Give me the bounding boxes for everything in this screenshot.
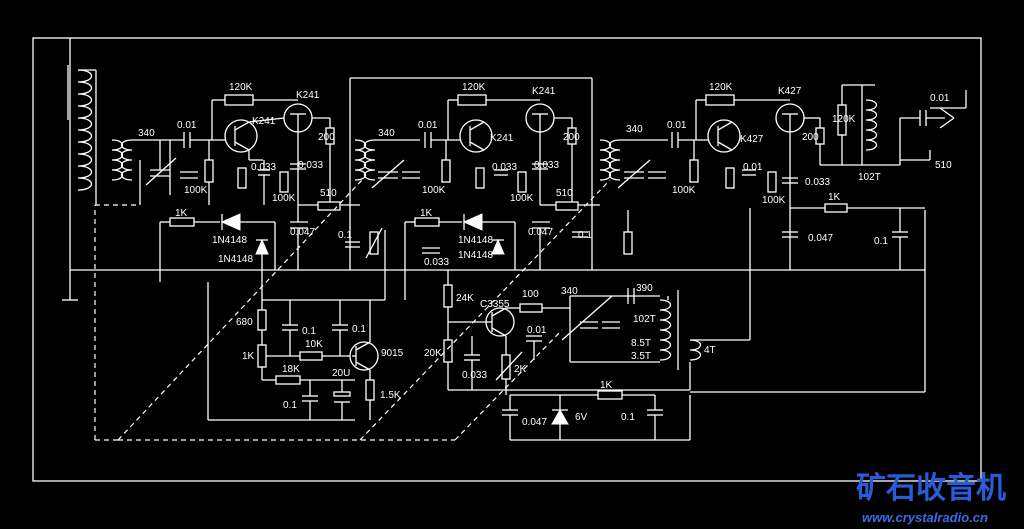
label-s3-agc-res: 1K: [828, 192, 841, 203]
label-audio-transistor: 9015: [381, 348, 404, 359]
label-s3-bias-res2: 120K: [832, 114, 856, 125]
label-audio-res-top: 680: [236, 317, 253, 328]
power-regulator: [502, 390, 691, 441]
watermark-url: www.crystalradio.cn: [862, 510, 988, 525]
label-osc-res-lower: 20K: [424, 348, 442, 359]
label-s1-diode-b: 1N4148: [218, 254, 253, 265]
antenna-coil: [67, 65, 97, 205]
label-s1-bypass-cap: 0.047: [290, 227, 315, 238]
frame: [32, 37, 982, 482]
label-s2-transistor-b: K241: [532, 86, 556, 97]
label-s3-bias-res: 120K: [709, 82, 733, 93]
label-osc-pot: 2K: [514, 364, 527, 375]
label-s2-bypass-cap: 0.047: [528, 227, 553, 238]
label-s1-tuning-cap: 340: [138, 128, 155, 139]
label-osc-coil-link: 4T: [704, 345, 716, 356]
label-audio-cap-a: 0.1: [302, 326, 316, 337]
label-osc-cap-coupling: 0.01: [527, 325, 547, 336]
label-s3-source-res: 100K: [762, 195, 786, 206]
label-power-res: 1K: [600, 380, 613, 391]
rf-stage-1: [111, 94, 360, 300]
label-osc-res-collector: 100: [522, 289, 539, 300]
label-s3-bypass-cap: 0.047: [808, 233, 833, 244]
label-s2-source-res: 100K: [510, 193, 534, 204]
label-power-cap-b: 0.1: [621, 412, 635, 423]
label-audio-res-base: 10K: [305, 339, 323, 350]
label-osc-transistor: C3355: [480, 299, 510, 310]
watermark-logo-text: 矿石收音机: [856, 471, 1006, 506]
label-s1-transistor-a: K241: [252, 116, 276, 127]
label-osc-res-upper: 24K: [456, 293, 474, 304]
label-audio-res-feedback: 18K: [282, 364, 300, 375]
label-s1-drain-res: 200: [318, 132, 335, 143]
label-s3-stage-cap: 0.1: [874, 236, 888, 247]
label-audio-elec-cap: 20U: [332, 368, 350, 379]
label-osc-cap-coil: 390: [636, 283, 653, 294]
label-s2-tuning-cap: 340: [378, 128, 395, 139]
label-s2-bias-res: 120K: [462, 82, 486, 93]
audio-amplifier: [207, 230, 386, 421]
label-power-cap-a: 0.047: [522, 417, 547, 428]
rf-stage-2: [345, 94, 600, 300]
label-osc-coil-main: 102T: [633, 314, 656, 325]
label-s1-stage-cap: 0.1: [338, 230, 352, 241]
label-s2-diode-b: 1N4148: [458, 250, 493, 261]
label-s2-low-cap: 0.033: [424, 257, 449, 268]
label-s3-gate-res: 100K: [672, 185, 696, 196]
label-s1-drain-cap: 0.033: [298, 160, 323, 171]
label-s1-out-res: 510: [320, 188, 337, 199]
label-s3-coil: 102T: [858, 172, 881, 183]
label-s3-out-res: 510: [935, 160, 952, 171]
label-audio-cap-c: 0.1: [283, 400, 297, 411]
label-s3-transistor-b: K427: [778, 86, 802, 97]
label-audio-pot: 1K: [242, 351, 255, 362]
label-s1-diode-a: 1N4148: [212, 235, 247, 246]
label-s1-gate-res: 100K: [184, 185, 208, 196]
label-s3-drain-res: 200: [802, 132, 819, 143]
label-osc-tap-b: 3.5T: [631, 351, 651, 362]
label-s3-transistor-a: K427: [740, 134, 764, 145]
label-s2-gate-res: 100K: [422, 185, 446, 196]
label-s3-tuning-cap: 340: [626, 124, 643, 135]
local-oscillator: [443, 208, 751, 395]
label-power-zener: 6V: [575, 412, 588, 423]
label-s2-cap-coupling: 0.01: [418, 120, 438, 131]
label-osc-cap-emitter: 0.033: [462, 370, 487, 381]
label-s1-source-res: 100K: [272, 193, 296, 204]
label-s3-out-cap: 0.01: [930, 93, 950, 104]
label-audio-cap-b: 0.1: [352, 324, 366, 335]
label-osc-tap-a: 8.5T: [631, 338, 651, 349]
label-s3-drain-cap: 0.033: [805, 177, 830, 188]
rf-stage-3: [599, 84, 967, 270]
label-s1-source-cap: 0.033: [251, 162, 276, 173]
label-s2-drain-res: 200: [563, 132, 580, 143]
label-s2-source-cap: 0.033: [492, 162, 517, 173]
label-s1-transistor-b: K241: [296, 90, 320, 101]
label-s3-cap-coupling: 0.01: [667, 120, 687, 131]
label-s2-out-res: 510: [556, 188, 573, 199]
label-s3-source-cap: 0.01: [743, 162, 763, 173]
label-s2-stage-cap: 0.1: [578, 230, 592, 241]
label-s1-bias-res: 120K: [229, 82, 253, 93]
label-s2-agc-res: 1K: [420, 208, 433, 219]
label-s2-transistor-a: K241: [490, 133, 514, 144]
label-s1-agc-res: 1K: [175, 208, 188, 219]
label-audio-res-emitter: 1.5K: [380, 390, 401, 401]
label-s2-drain-cap: 0.033: [534, 160, 559, 171]
label-osc-tuning-cap: 340: [561, 286, 578, 297]
ganged-tuning-links: [94, 179, 611, 441]
label-s2-diode-a: 1N4148: [458, 235, 493, 246]
label-s1-cap-coupling: 0.01: [177, 120, 197, 131]
